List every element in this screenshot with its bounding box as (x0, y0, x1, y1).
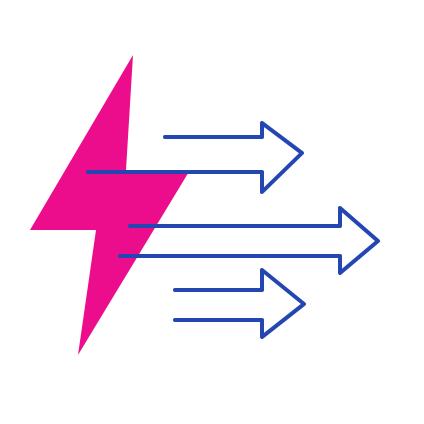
middle-arrow-icon (118, 206, 380, 275)
top-arrow-icon (86, 121, 304, 194)
bottom-arrow-icon (173, 268, 306, 339)
lightning-bolt-icon (30, 55, 190, 355)
